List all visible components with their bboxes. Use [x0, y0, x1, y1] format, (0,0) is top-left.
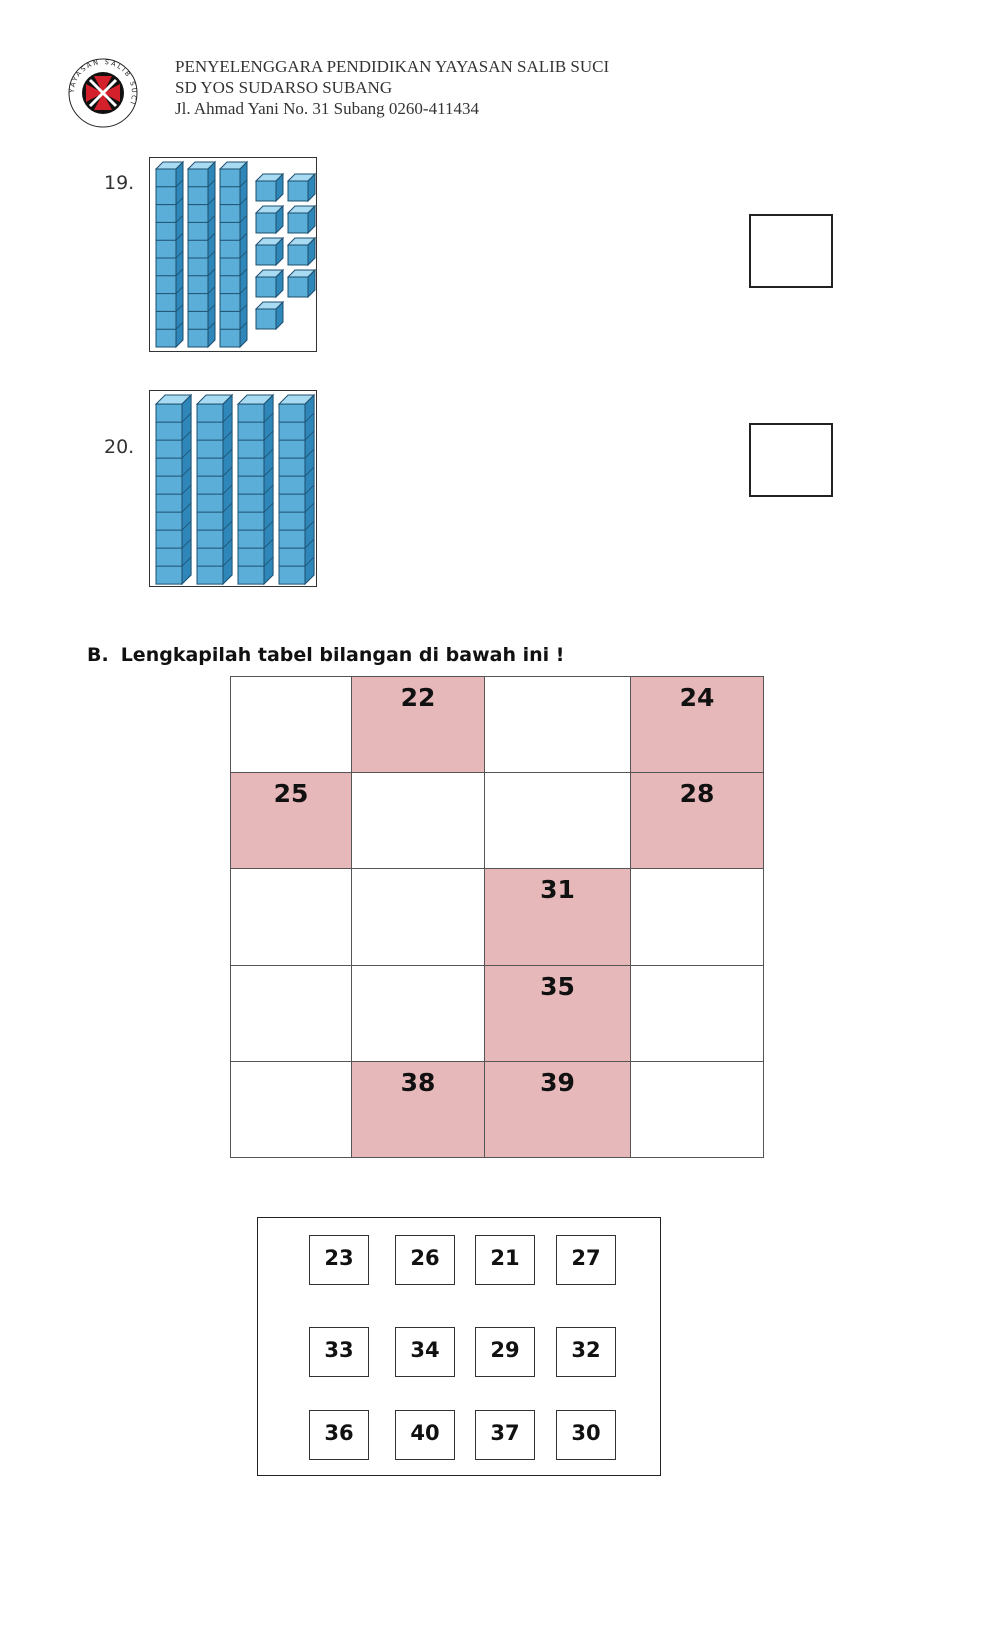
school-logo: YAYASAN SALIB SUCI: [68, 58, 138, 128]
given-number-cell: 38: [351, 1061, 485, 1158]
unit-cube: [254, 236, 285, 267]
unit-cube: [286, 204, 317, 235]
header-foundation: PENYELENGGARA PENDIDIKAN YAYASAN SALIB S…: [175, 57, 610, 76]
section-b-title: B. Lengkapilah tabel bilangan di bawah in…: [87, 644, 564, 666]
blank-drop-cell[interactable]: [630, 868, 764, 966]
number-bank: 23 26 21 27 33 34 29 32 36 40 37 30: [257, 1217, 661, 1476]
blank-drop-cell[interactable]: [230, 1061, 352, 1158]
unit-cube: [254, 172, 285, 203]
given-number-cell: 25: [230, 772, 352, 869]
number-chip[interactable]: 30: [556, 1410, 616, 1460]
question-19-number: 19.: [104, 172, 135, 194]
question-20-answer-box[interactable]: [749, 423, 833, 497]
question-19-answer-box[interactable]: [749, 214, 833, 288]
section-letter: B.: [87, 644, 109, 666]
given-number-cell: 39: [484, 1061, 631, 1158]
given-number-cell: 24: [630, 676, 764, 773]
school-header: PENYELENGGARA PENDIDIKAN YAYASAN SALIB S…: [175, 56, 609, 119]
given-number-cell: 35: [484, 965, 631, 1062]
header-address: Jl. Ahmad Yani No. 31 Subang 0260-411434: [175, 99, 479, 118]
unit-cube: [286, 236, 317, 267]
blank-drop-cell[interactable]: [630, 1061, 764, 1158]
blank-drop-cell[interactable]: [230, 965, 352, 1062]
given-number-cell: 28: [630, 772, 764, 869]
blank-drop-cell[interactable]: [351, 772, 485, 869]
number-chip[interactable]: 37: [475, 1410, 535, 1460]
unit-cube: [286, 172, 317, 203]
base-ten-blocks-icon: [154, 160, 317, 349]
tens-rod: [186, 160, 217, 349]
cross-seal-icon: YAYASAN SALIB SUCI: [68, 58, 138, 128]
number-chip[interactable]: 27: [556, 1235, 616, 1285]
blank-drop-cell[interactable]: [630, 965, 764, 1062]
number-chip[interactable]: 26: [395, 1235, 455, 1285]
tens-rod: [154, 160, 185, 349]
blank-drop-cell[interactable]: [230, 676, 352, 773]
given-number-cell: 22: [351, 676, 485, 773]
number-chip[interactable]: 21: [475, 1235, 535, 1285]
base-ten-blocks-icon: [154, 393, 316, 586]
unit-cube: [254, 204, 285, 235]
given-number-cell: 31: [484, 868, 631, 966]
blank-drop-cell[interactable]: [351, 965, 485, 1062]
blank-drop-cell[interactable]: [351, 868, 485, 966]
blank-drop-cell[interactable]: [230, 868, 352, 966]
question-19-blocks: [149, 157, 317, 352]
number-chip[interactable]: 23: [309, 1235, 369, 1285]
tens-rod: [154, 393, 193, 586]
number-chip[interactable]: 36: [309, 1410, 369, 1460]
blank-drop-cell[interactable]: [484, 676, 631, 773]
header-school-name: SD YOS SUDARSO SUBANG: [175, 78, 393, 97]
number-chip[interactable]: 29: [475, 1327, 535, 1377]
number-chip[interactable]: 33: [309, 1327, 369, 1377]
tens-rod: [195, 393, 234, 586]
tens-rod: [236, 393, 275, 586]
blank-drop-cell[interactable]: [484, 772, 631, 869]
tens-rod: [277, 393, 316, 586]
unit-cube: [254, 300, 285, 331]
number-chip[interactable]: 40: [395, 1410, 455, 1460]
question-20-number: 20.: [104, 436, 135, 458]
unit-cube: [254, 268, 285, 299]
number-chip[interactable]: 32: [556, 1327, 616, 1377]
number-chip[interactable]: 34: [395, 1327, 455, 1377]
section-instruction: Lengkapilah tabel bilangan di bawah ini …: [120, 644, 565, 666]
tens-rod: [218, 160, 249, 349]
unit-cube: [286, 268, 317, 299]
question-20-blocks: [149, 390, 317, 587]
